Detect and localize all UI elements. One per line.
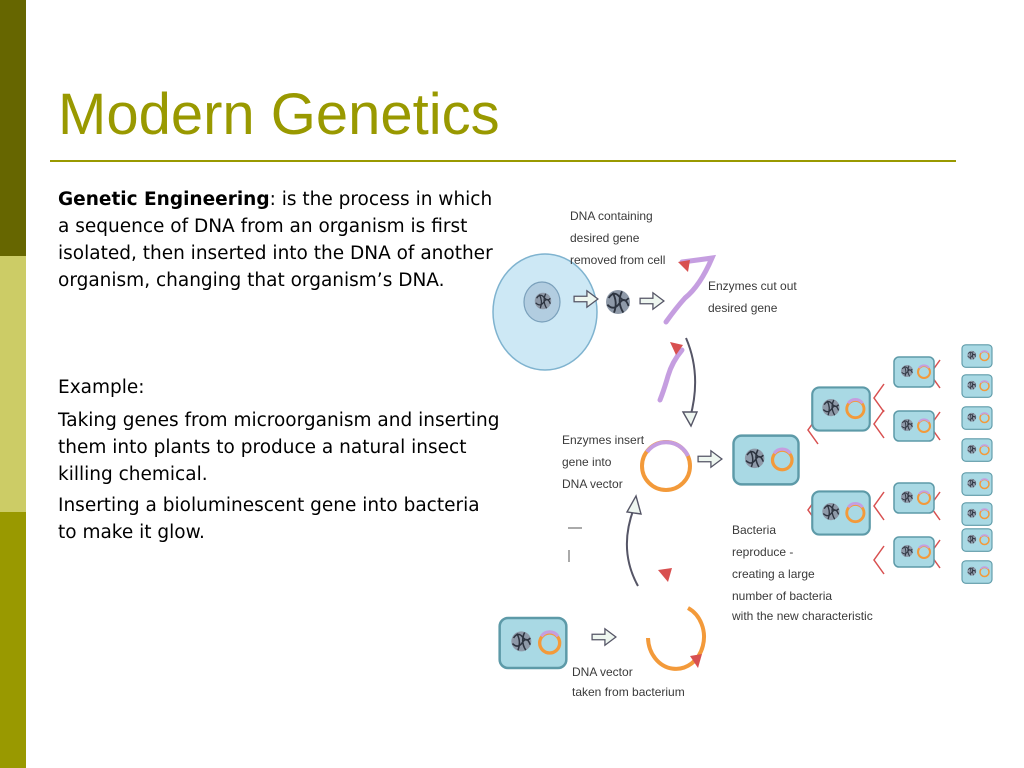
isolated-dna-icon <box>605 289 631 315</box>
bacterium <box>962 529 992 552</box>
example-item-plants: Taking genes from microorganism and inse… <box>58 410 500 485</box>
cut-arrow-icon <box>678 260 690 272</box>
cut-arrow-icon <box>690 654 702 668</box>
example-item-bacteria: Inserting a bioluminescent gene into bac… <box>58 495 480 543</box>
bacterium <box>962 503 992 526</box>
bacterium <box>812 387 870 430</box>
arrow-right-icon <box>591 628 617 646</box>
engineered-bacterium <box>734 436 799 485</box>
label-bacteria-reproduce: Bacteria reproduce - creating a large nu… <box>731 523 873 623</box>
body-text: Genetic Engineering: is the process in w… <box>58 186 500 550</box>
label-enzymes-cut: Enzymes cut out desired gene <box>708 279 800 315</box>
bacterium <box>894 483 934 513</box>
bacterium <box>962 345 992 368</box>
genetic-engineering-diagram: DNA containing desired gene removed from… <box>490 190 1024 710</box>
bacterium <box>894 537 934 567</box>
curved-arrow-down-icon <box>685 337 697 419</box>
bacterium <box>894 411 934 441</box>
label-dna-containing: DNA containing desired gene removed from… <box>570 209 665 267</box>
arrow-right-icon <box>639 292 665 310</box>
label-dna-vector: DNA vector taken from bacterium <box>572 665 685 699</box>
definition-paragraph: Genetic Engineering: is the process in w… <box>58 186 500 294</box>
bacterium <box>962 375 992 398</box>
cut-gene-strands <box>657 254 717 403</box>
definition-text: : is the process in which a sequence of … <box>58 189 493 291</box>
label-enzymes-insert: Enzymes insert gene into DNA vector <box>562 433 647 491</box>
example-label: Example: <box>58 377 145 398</box>
side-bar-dark <box>0 0 26 256</box>
recombinant-plasmid <box>640 440 692 492</box>
vector-plasmid <box>646 568 706 671</box>
definition-term: Genetic Engineering <box>58 189 270 210</box>
bacterium <box>962 439 992 462</box>
slide-title: Modern Genetics <box>58 82 500 147</box>
bacterium <box>962 473 992 496</box>
title-divider <box>50 160 956 162</box>
side-bar-olive <box>0 512 26 768</box>
bacterium <box>812 491 870 534</box>
source-bacterium <box>500 618 567 668</box>
cut-arrow-icon <box>670 342 683 355</box>
cut-arrow-icon <box>658 568 672 582</box>
bacterium <box>962 561 992 584</box>
donor-cell <box>492 253 598 371</box>
curved-arrow-up-icon <box>625 507 639 587</box>
arrow-right-icon <box>697 450 723 468</box>
bacterium <box>894 357 934 387</box>
chromosome-icon <box>534 292 552 310</box>
bacterium <box>962 407 992 430</box>
side-bar-light <box>0 256 26 512</box>
